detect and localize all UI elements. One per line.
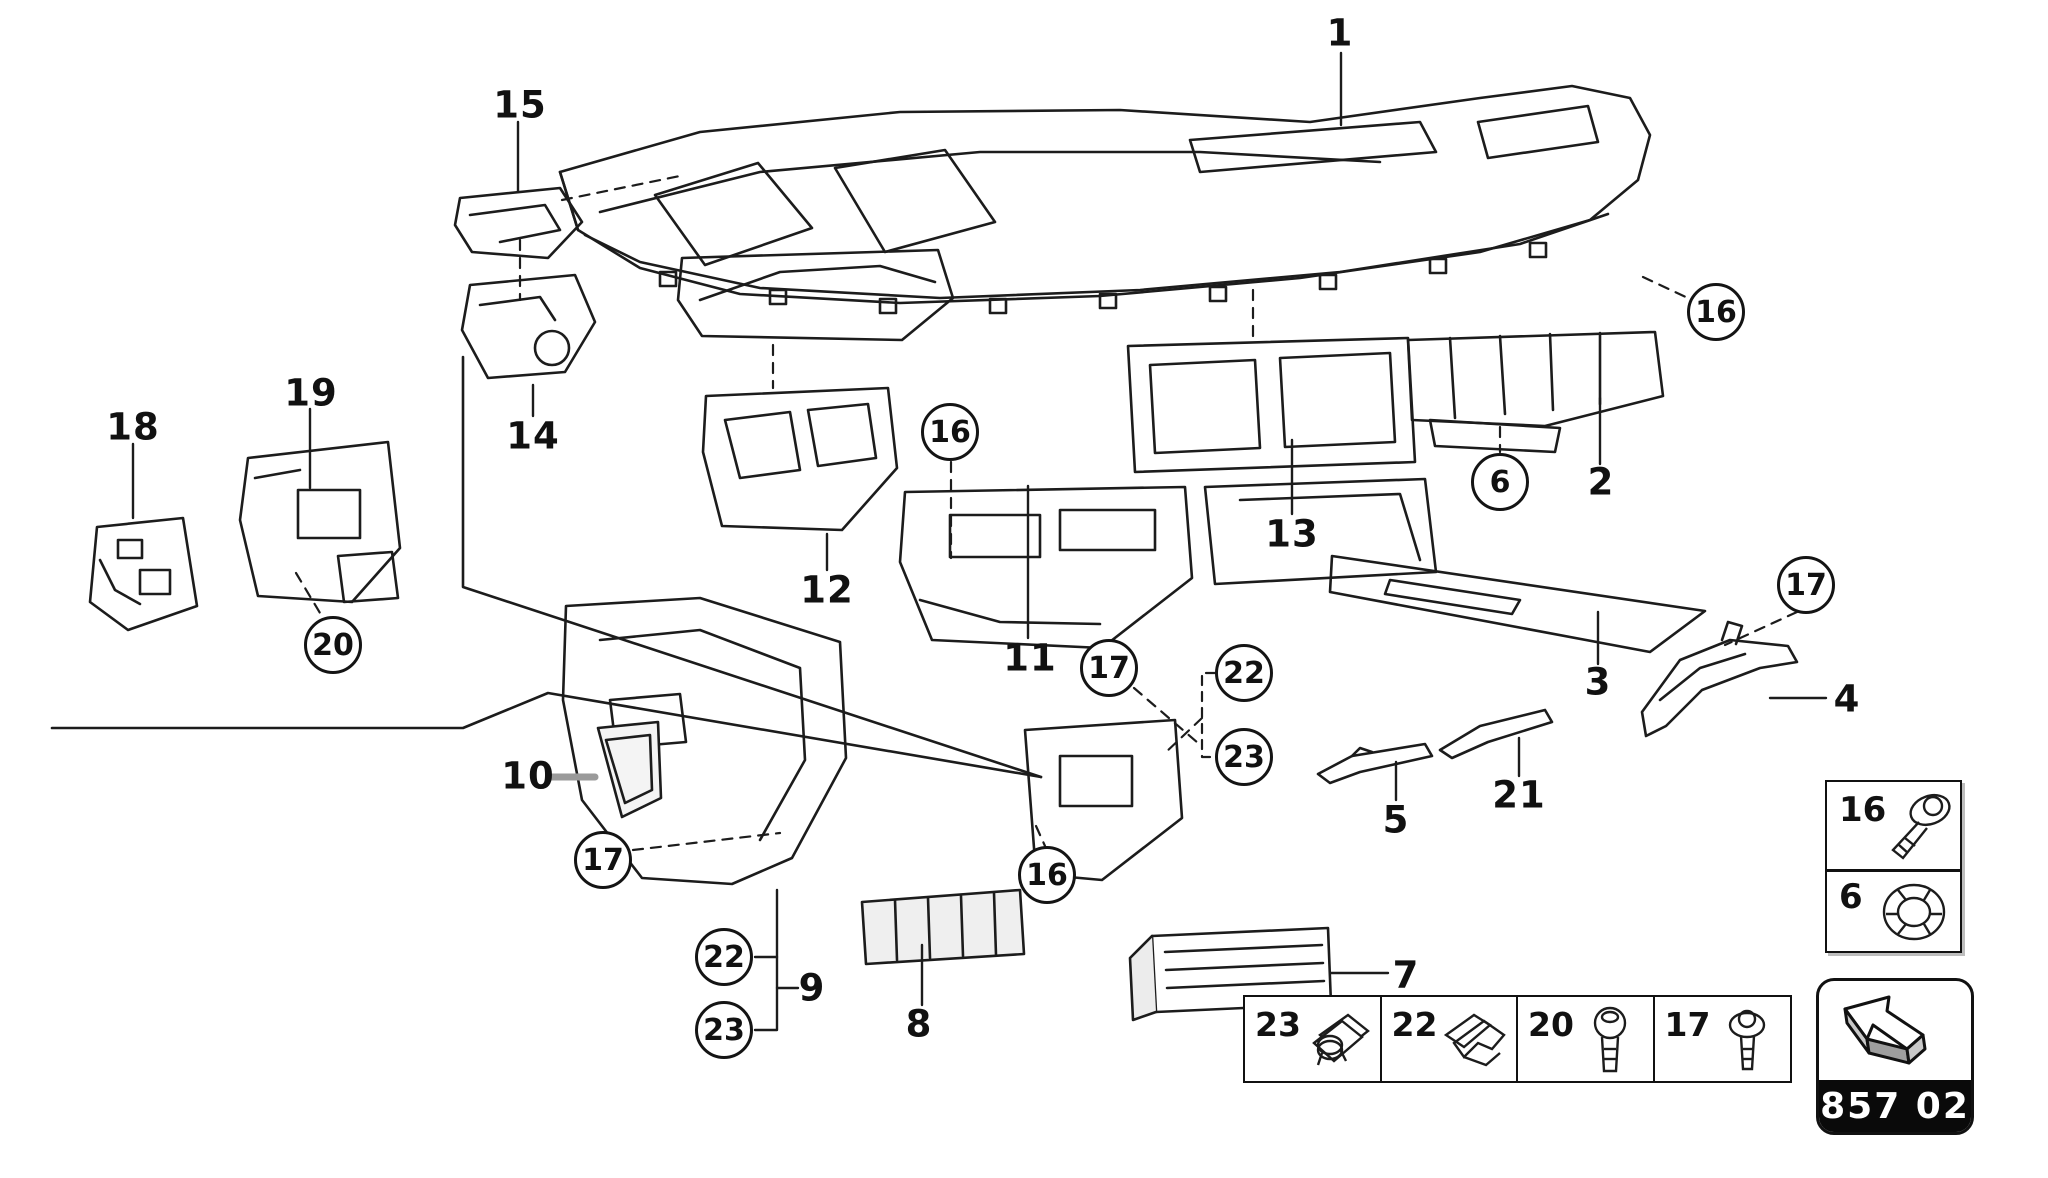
legend-column-divider [1827,869,1960,872]
part-21-trim-strip [1438,708,1554,760]
leader-lines [131,51,1828,1032]
zone-divider-lines [50,355,1043,779]
part-3-glovebox [1203,477,1707,654]
legend-cell-17-label: 17 [1664,1005,1711,1044]
circle-20-text: 20 [312,627,354,663]
part-7-vent-grille [1128,926,1333,1022]
callout-circle-22-a: 22 [1215,644,1273,702]
circle-16a-text: 16 [929,414,971,450]
part-1-dashboard-panel [558,84,1652,315]
callout-10: 10 [501,754,555,798]
legend-cell-23: 23 [1243,995,1382,1083]
round-head-screw-icon [1593,1006,1627,1073]
part-11-center-housing [898,485,1194,650]
callout-3: 3 [1584,660,1612,704]
legend-6-label: 6 [1839,877,1863,917]
callout-19: 19 [284,371,338,415]
legend-cell-17: 17 [1652,995,1792,1083]
callout-circle-20: 20 [304,616,362,674]
legend-cell-20-label: 20 [1528,1005,1574,1044]
legend-cell-22-label: 22 [1391,1005,1438,1044]
part-15-bracket [453,186,584,260]
legend-cell-20: 20 [1516,995,1655,1083]
callout-14: 14 [506,414,560,458]
part-12-cluster-surround [701,386,899,532]
callout-circle-16-b: 16 [1687,283,1745,341]
callout-21: 21 [1492,773,1546,817]
callout-9: 9 [798,966,826,1010]
instrument-cluster-visor [676,248,955,342]
circle-17b-text: 17 [1785,567,1827,603]
circle-16b-text: 16 [1695,294,1737,330]
circle-6-text: 6 [1489,464,1511,500]
part-8-switch-strip [860,888,1026,966]
part-2-airbag-module [1406,330,1665,454]
part-19-bracket-module [238,440,402,604]
spring-clip-icon [1443,1013,1506,1067]
callout-circle-22-b: 22 [695,928,753,986]
legend-16-label: 16 [1839,790,1887,830]
callout-4: 4 [1833,677,1861,721]
part-4-pillar-trim [1640,620,1799,738]
circle-22a-text: 22 [1223,655,1265,691]
callout-15: 15 [493,83,547,127]
catalog-plate-box: 857 02 [1816,978,1974,1135]
plate-code-text: 857 02 [1820,1085,1970,1127]
washer-head-screw-icon [1728,1009,1765,1071]
part-5-trim-strip [1316,742,1434,785]
callout-circle-17-b: 17 [1777,556,1835,614]
callout-2: 2 [1587,460,1615,504]
push-nut-ring-icon [1882,883,1946,941]
legend-cell-22: 22 [1379,995,1519,1083]
fastener-legend-column: 16 6 [1825,780,1962,953]
callout-circle-16-a: 16 [921,403,979,461]
callout-circle-23-a: 23 [1215,728,1273,786]
part-18-module [88,516,199,632]
callout-12: 12 [800,568,854,612]
dashed-leader-lines [294,174,1799,852]
callout-circle-23-b: 23 [695,1001,753,1059]
washer-screw-angled-icon [1891,793,1951,860]
callout-circle-16-c: 16 [1018,846,1076,904]
clip-nut-icon [1312,1013,1370,1066]
callout-circle-17-c: 17 [1080,639,1138,697]
callout-11: 11 [1003,636,1057,680]
callout-1: 1 [1326,11,1354,55]
circle-17c-text: 17 [1088,650,1130,686]
part-10-end-cap [596,720,663,819]
callout-circle-17-a: 17 [574,831,632,889]
circle-23a-text: 23 [1223,739,1265,775]
callout-8: 8 [905,1002,933,1046]
plate-code-band: 857 02 [1819,1080,1971,1132]
callout-7: 7 [1392,953,1420,997]
circle-16c-text: 16 [1026,857,1068,893]
part-13-frame [1126,336,1417,474]
circle-22b-text: 22 [703,939,745,975]
circle-17a-text: 17 [582,842,624,878]
callout-13: 13 [1265,512,1319,556]
arrow-up-left-3d-icon [1843,995,1927,1065]
callout-18: 18 [106,405,160,449]
part-14-bracket [460,273,597,380]
fastener-legend-row: 23 22 20 [1243,995,1792,1083]
circle-23b-text: 23 [703,1012,745,1048]
legend-cell-23-label: 23 [1255,1005,1301,1044]
callout-circle-6: 6 [1471,453,1529,511]
callout-5: 5 [1382,798,1410,842]
